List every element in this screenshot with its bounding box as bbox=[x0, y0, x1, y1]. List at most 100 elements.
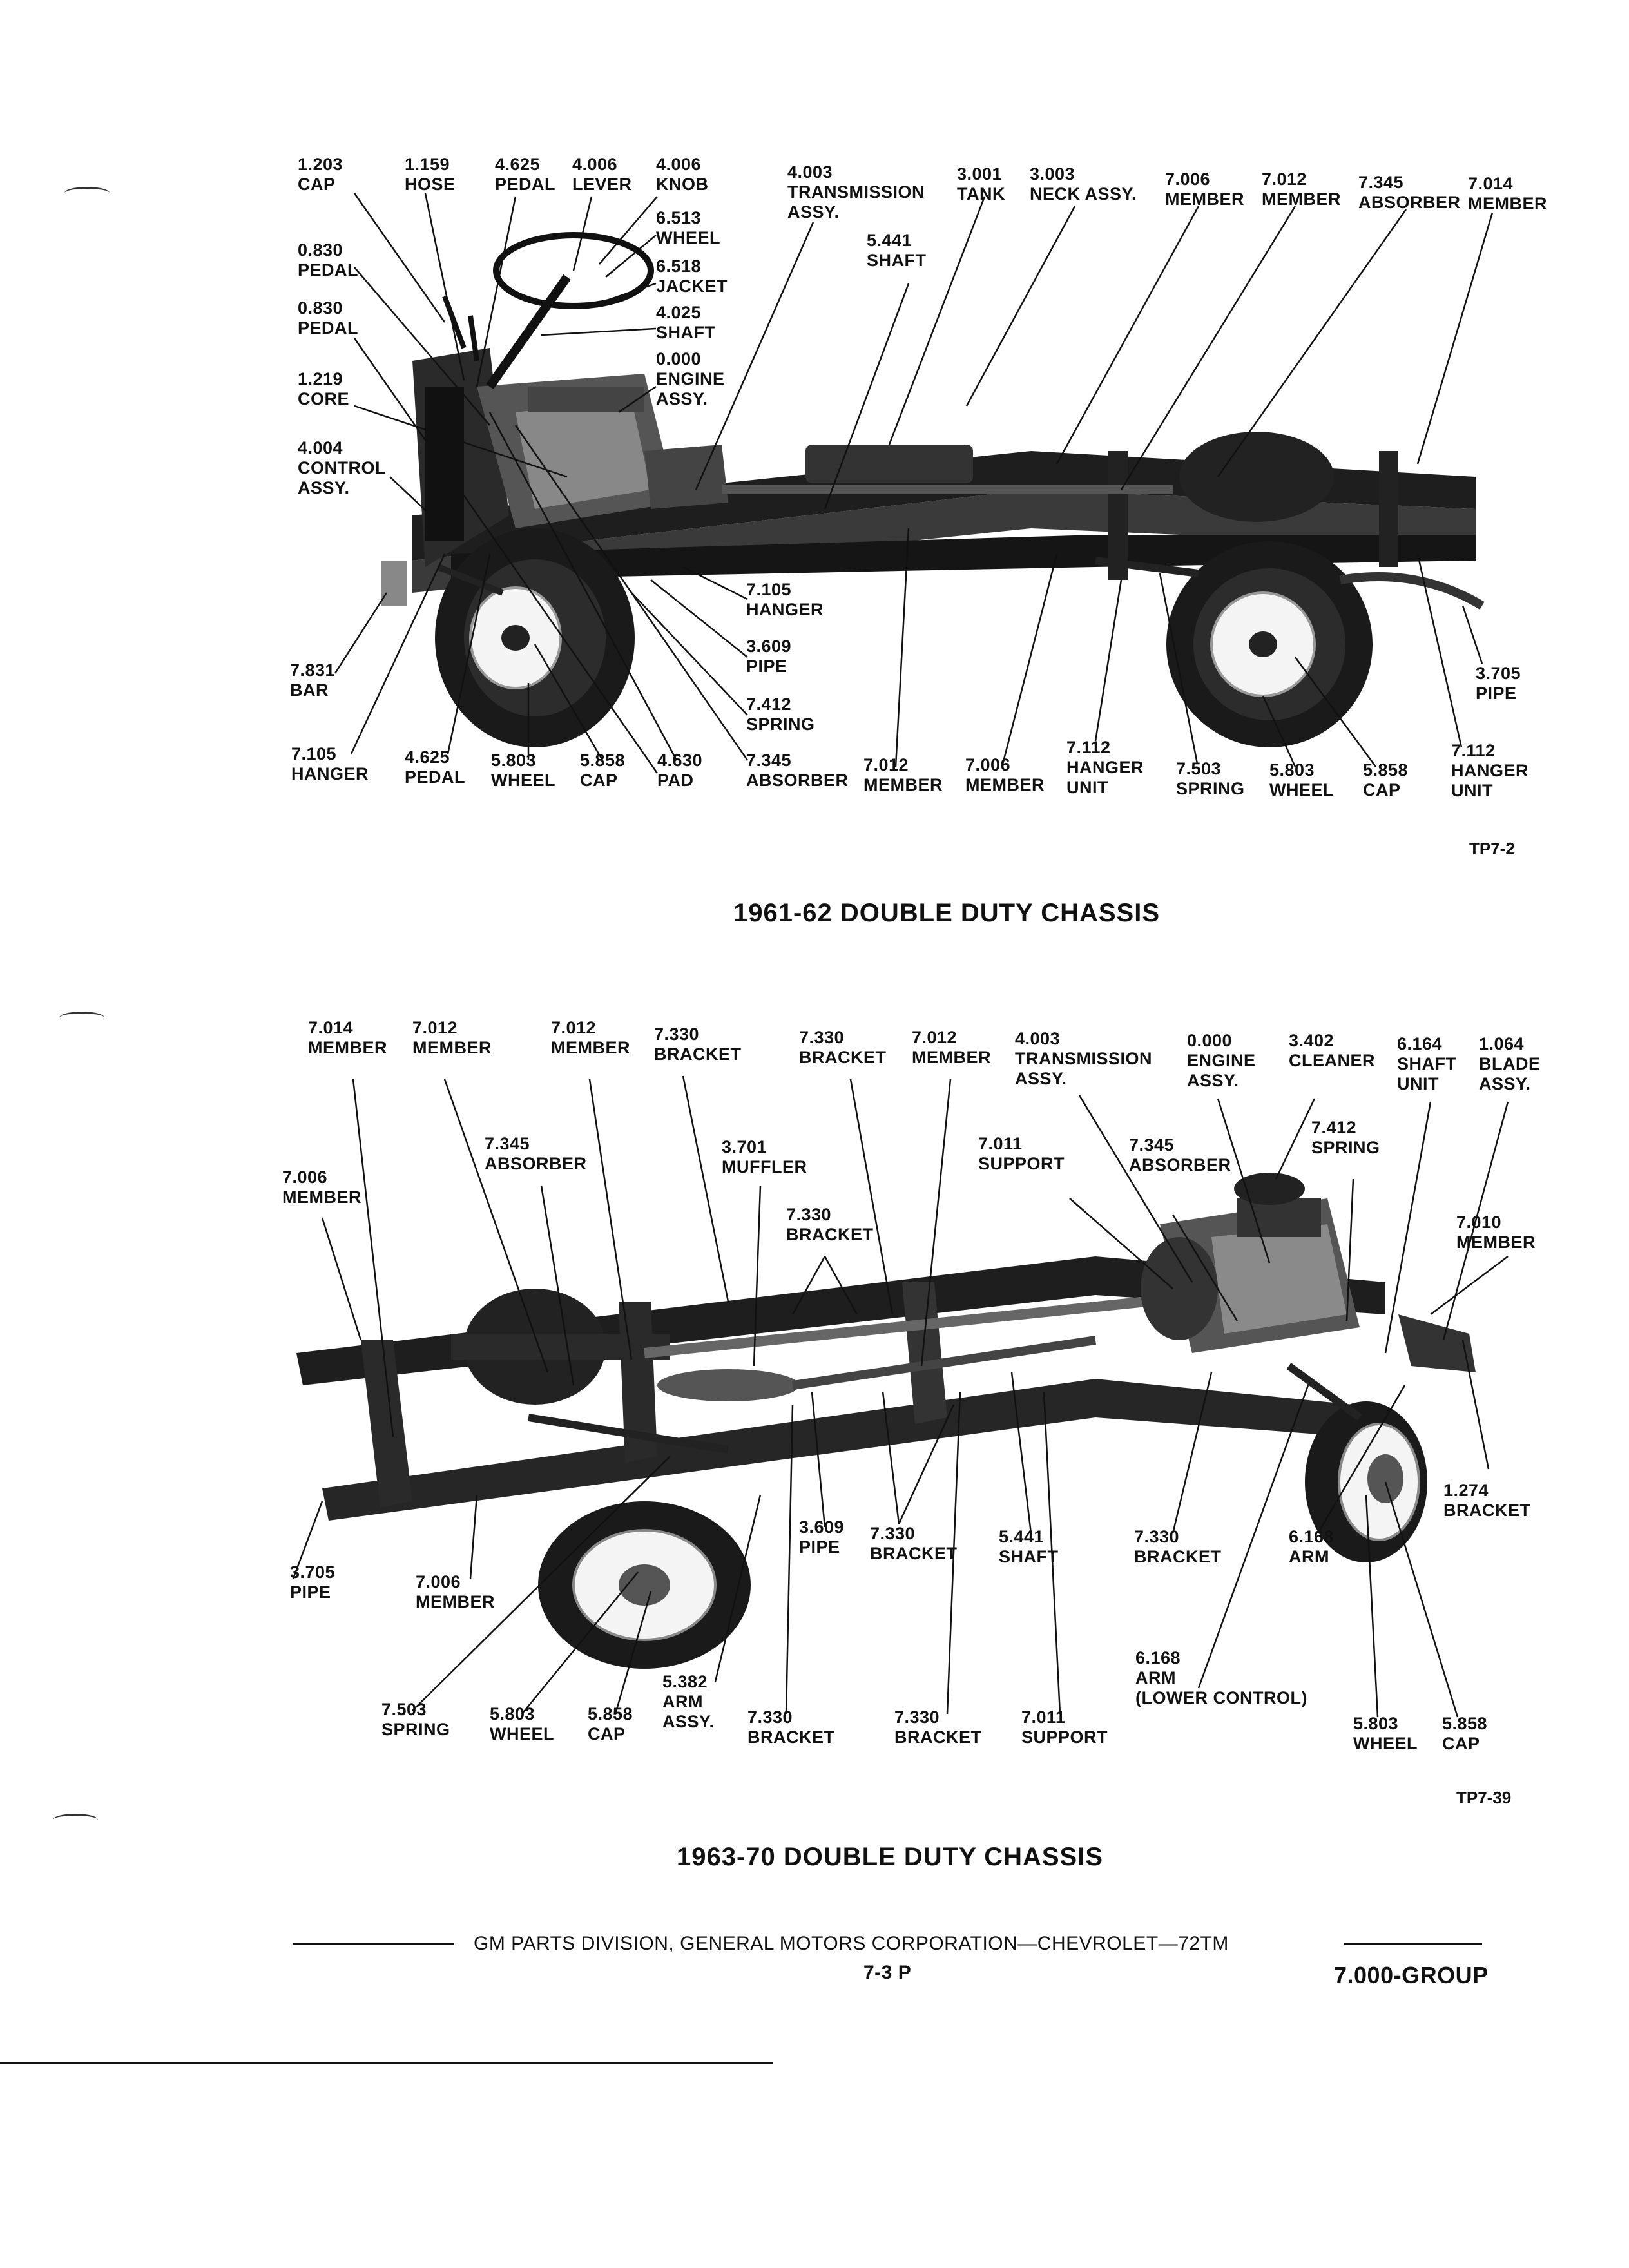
part-callout-line: PIPE bbox=[1476, 684, 1517, 703]
part-callout-line: 6.518 bbox=[656, 256, 702, 276]
part-callout-line: 7.010 bbox=[1456, 1213, 1502, 1232]
part-callout-line: PEDAL bbox=[405, 767, 466, 787]
part-callout-line: 3.701 bbox=[722, 1137, 767, 1157]
part-callout-line: 6.513 bbox=[656, 208, 702, 227]
part-callout-line: HANGER bbox=[1451, 761, 1529, 780]
part-callout-line: 4.025 bbox=[656, 303, 702, 322]
part-callout-line: (LOWER CONTROL) bbox=[1135, 1688, 1307, 1707]
part-callout-line: 7.345 bbox=[746, 751, 792, 770]
part-callout-line: 7.831 bbox=[290, 660, 336, 680]
top-diagram-title: 1961-62 DOUBLE DUTY CHASSIS bbox=[733, 899, 1160, 927]
part-callout-line: 5.858 bbox=[1442, 1714, 1488, 1733]
part-callout-line: 6.168 bbox=[1135, 1648, 1181, 1667]
footer-rule-left bbox=[293, 1943, 454, 1945]
part-callout-line: 1.064 bbox=[1479, 1034, 1525, 1053]
binder-hole-mark bbox=[59, 1012, 104, 1024]
part-callout-line: MEMBER bbox=[912, 1048, 991, 1067]
part-callout-line: 7.412 bbox=[1311, 1118, 1357, 1137]
part-callout-line: 7.012 bbox=[412, 1018, 458, 1037]
part-callout-line: TRANSMISSION bbox=[787, 182, 925, 202]
part-callout-line: 4.003 bbox=[787, 162, 833, 182]
part-callout-line: 4.004 bbox=[298, 438, 343, 457]
part-callout-line: HANGER bbox=[746, 600, 824, 619]
part-callout-line: CLEANER bbox=[1289, 1051, 1376, 1070]
part-callout-line: ABSORBER bbox=[746, 771, 849, 790]
bottom-diagram-title: 1963-70 DOUBLE DUTY CHASSIS bbox=[677, 1843, 1103, 1871]
part-callout-line: UNIT bbox=[1397, 1074, 1439, 1093]
part-callout-line: 5.803 bbox=[491, 751, 537, 770]
part-callout-line: 7.330 bbox=[654, 1024, 700, 1044]
part-callout-line: 7.014 bbox=[1468, 174, 1514, 193]
bottom-diagram-code: TP7-39 bbox=[1456, 1788, 1512, 1807]
part-callout-line: 7.006 bbox=[965, 755, 1011, 774]
part-callout-line: ABSORBER bbox=[1129, 1155, 1231, 1175]
part-callout-line: 4.625 bbox=[405, 747, 450, 767]
part-callout-line: WHEEL bbox=[656, 228, 720, 247]
part-callout-line: 7.011 bbox=[1021, 1707, 1066, 1727]
part-callout-line: BLADE bbox=[1479, 1054, 1541, 1073]
part-callout-line: 7.006 bbox=[416, 1572, 461, 1591]
part-callout-line: MEMBER bbox=[965, 775, 1045, 794]
part-callout-line: BRACKET bbox=[870, 1544, 958, 1563]
part-callout-line: UNIT bbox=[1066, 778, 1108, 797]
part-callout-line: CAP bbox=[298, 175, 336, 194]
part-callout-line: 5.441 bbox=[999, 1527, 1045, 1546]
part-callout-line: ABSORBER bbox=[1358, 193, 1461, 212]
part-callout-line: 3.609 bbox=[746, 637, 792, 656]
part-callout-line: 7.330 bbox=[747, 1707, 793, 1727]
part-callout-line: ASSY. bbox=[787, 202, 840, 222]
part-callout-line: PEDAL bbox=[298, 318, 359, 338]
part-callout-line: TRANSMISSION bbox=[1015, 1049, 1153, 1068]
part-callout-line: 3.609 bbox=[799, 1517, 845, 1537]
part-callout-line: MEMBER bbox=[1165, 189, 1244, 209]
part-callout-line: 7.012 bbox=[863, 755, 909, 774]
part-callout-line: 7.014 bbox=[308, 1018, 354, 1037]
part-callout-line: 5.858 bbox=[588, 1704, 633, 1724]
binder-hole-mark bbox=[64, 187, 110, 199]
part-callout-line: WHEEL bbox=[491, 771, 555, 790]
part-callout-line: MUFFLER bbox=[722, 1157, 807, 1177]
part-callout-line: HOSE bbox=[405, 175, 456, 194]
part-callout-line: ASSY. bbox=[1187, 1071, 1239, 1090]
part-callout-line: ASSY. bbox=[656, 389, 708, 408]
binder-hole-mark bbox=[53, 1814, 98, 1826]
part-callout-line: BRACKET bbox=[894, 1727, 982, 1747]
